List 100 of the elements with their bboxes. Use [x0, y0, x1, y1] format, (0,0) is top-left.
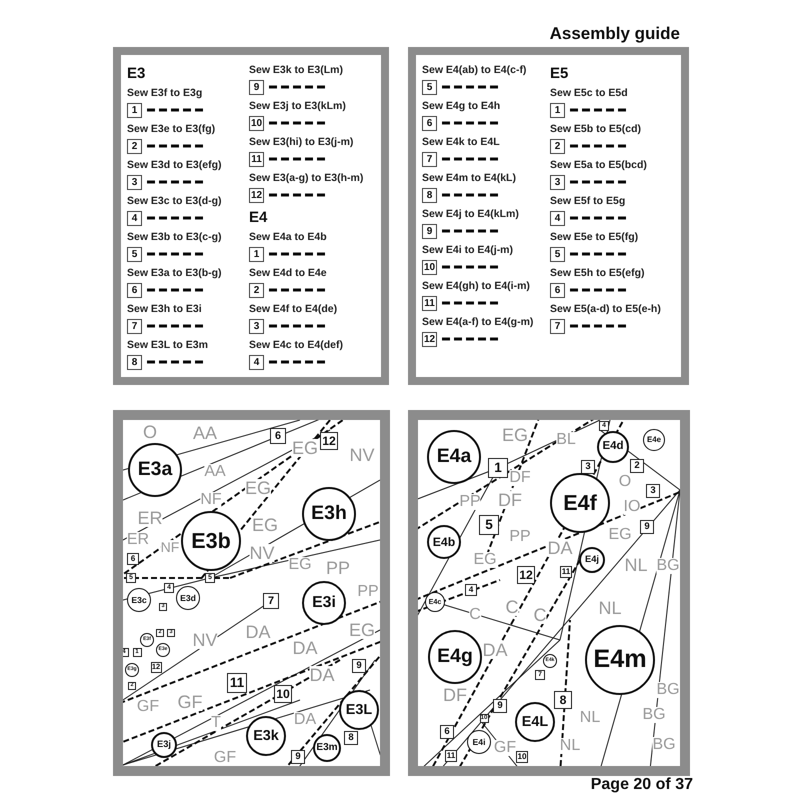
- step-instruction: Sew E3h to E3i: [127, 302, 202, 314]
- step-number: 4: [127, 210, 142, 226]
- piece-label: E4b: [427, 525, 461, 559]
- fabric-code: DF: [509, 470, 531, 486]
- fabric-code: C: [506, 598, 518, 616]
- page-title: Assembly guide: [550, 24, 680, 44]
- step-number: 3: [550, 174, 565, 190]
- step-instruction: Sew E4k to E4L: [422, 136, 500, 148]
- step-number: 11: [249, 152, 264, 166]
- seam-number: 6: [440, 725, 454, 739]
- seam-number: 8: [554, 691, 572, 709]
- step-instruction: Sew E3(a-g) to E3(h-m): [249, 172, 364, 184]
- piece-label: E4m: [585, 625, 655, 695]
- seam-number: 12: [517, 566, 535, 584]
- fabric-code: EG: [245, 479, 271, 497]
- section-heading: E3: [127, 65, 146, 82]
- seam-number: 3: [581, 460, 595, 474]
- step-number: 6: [127, 282, 142, 298]
- fabric-code: NL: [624, 556, 648, 574]
- step-number: 7: [127, 318, 142, 334]
- section-heading: E5: [550, 65, 568, 82]
- fabric-code: NF: [200, 492, 222, 508]
- seam-number: 4: [465, 584, 477, 596]
- fabric-code: IO: [624, 499, 640, 515]
- seam-number: 7: [263, 593, 279, 609]
- step-number: 5: [422, 80, 437, 94]
- piece-label: E4L: [515, 702, 555, 742]
- step-instruction: Sew E3f to E3g: [127, 86, 202, 98]
- step-number: 2: [249, 282, 264, 298]
- step-number: 11: [422, 296, 437, 310]
- step-instruction: Sew E4(a-f) to E4(g-m): [422, 316, 534, 328]
- seam-number: 1: [488, 458, 508, 478]
- step-number: 12: [422, 332, 437, 346]
- fabric-code: BG: [652, 737, 676, 753]
- step-number: 3: [249, 318, 264, 334]
- fabric-code: EG: [292, 439, 318, 457]
- piece-label: E3L: [339, 690, 379, 730]
- seam-number: 9: [352, 659, 366, 673]
- fabric-code: PP: [326, 559, 350, 577]
- step-number: 7: [422, 152, 437, 166]
- step-instruction: Sew E3(hi) to E3(j-m): [249, 136, 354, 148]
- seam-number: 2: [630, 459, 644, 473]
- fabric-code: EG: [252, 516, 278, 534]
- step-number: 4: [550, 210, 565, 226]
- piece-label: E3c: [127, 588, 151, 612]
- step-number: 1: [249, 246, 264, 262]
- instruction-panel: [113, 47, 389, 385]
- piece-label: E3b: [181, 511, 241, 571]
- fabric-code: DA: [246, 623, 270, 641]
- step-instruction: Sew E3L to E3m: [127, 338, 208, 350]
- step-number: 9: [422, 224, 437, 238]
- fabric-code: C: [534, 606, 546, 624]
- seam-number: 12: [320, 432, 338, 450]
- seam-number: 8: [344, 731, 358, 745]
- piece-label: E3k: [246, 716, 286, 756]
- seam-number: 3: [646, 484, 660, 498]
- seam-number: 10: [516, 751, 528, 763]
- step-number: 10: [422, 260, 437, 274]
- step-instruction: Sew E5f to E5g: [550, 194, 626, 206]
- step-number: 5: [550, 246, 565, 262]
- fabric-code: DA: [310, 666, 334, 684]
- step-number: 3: [127, 174, 142, 190]
- step-instruction: Sew E4m to E4(kL): [422, 172, 516, 184]
- fabric-code: BG: [642, 707, 666, 723]
- step-instruction: Sew E5a to E5(bcd): [550, 158, 647, 170]
- step-instruction: Sew E5e to E5(fg): [550, 230, 638, 242]
- step-number: 12: [249, 188, 264, 202]
- piece-label: E3m: [313, 734, 341, 762]
- fabric-code: DA: [482, 641, 508, 659]
- piece-label: E4j: [579, 547, 605, 573]
- fabric-code: AA: [193, 424, 217, 442]
- section-heading: E4: [249, 209, 268, 226]
- fabric-code: BG: [656, 682, 680, 698]
- step-instruction: Sew E3c to E3(d-g): [127, 194, 222, 206]
- fabric-code: DF: [443, 686, 467, 704]
- seam-number: 5: [479, 515, 499, 535]
- fabric-code: DF: [498, 491, 522, 509]
- fabric-code: NV: [250, 544, 274, 562]
- step-number: 9: [249, 80, 264, 94]
- fabric-code: DA: [548, 539, 572, 557]
- fabric-code: NV: [192, 631, 218, 649]
- fabric-code: ER: [138, 509, 162, 527]
- step-number: 2: [127, 138, 142, 154]
- seam-number: 11: [445, 750, 457, 762]
- step-instruction: Sew E3e to E3(fg): [127, 122, 216, 134]
- step-number: 1: [127, 102, 142, 118]
- seam-number: 6: [270, 428, 286, 444]
- fabric-code: O: [143, 423, 157, 441]
- piece-label: E4i: [467, 730, 491, 754]
- fabric-code: NL: [598, 599, 622, 617]
- step-instruction: Sew E4i to E4(j-m): [422, 244, 514, 256]
- seam-number: 10: [274, 685, 292, 703]
- fabric-code: GF: [494, 740, 516, 756]
- step-instruction: Sew E3k to E3(Lm): [249, 64, 343, 76]
- step-instruction: Sew E3d to E3(efg): [127, 158, 222, 170]
- step-instruction: Sew E3j to E3(kLm): [249, 100, 346, 112]
- seam-number: 9: [493, 699, 507, 713]
- piece-label: E3h: [302, 487, 356, 541]
- fabric-code: NV: [350, 446, 374, 464]
- piece-label: E4f: [550, 473, 610, 533]
